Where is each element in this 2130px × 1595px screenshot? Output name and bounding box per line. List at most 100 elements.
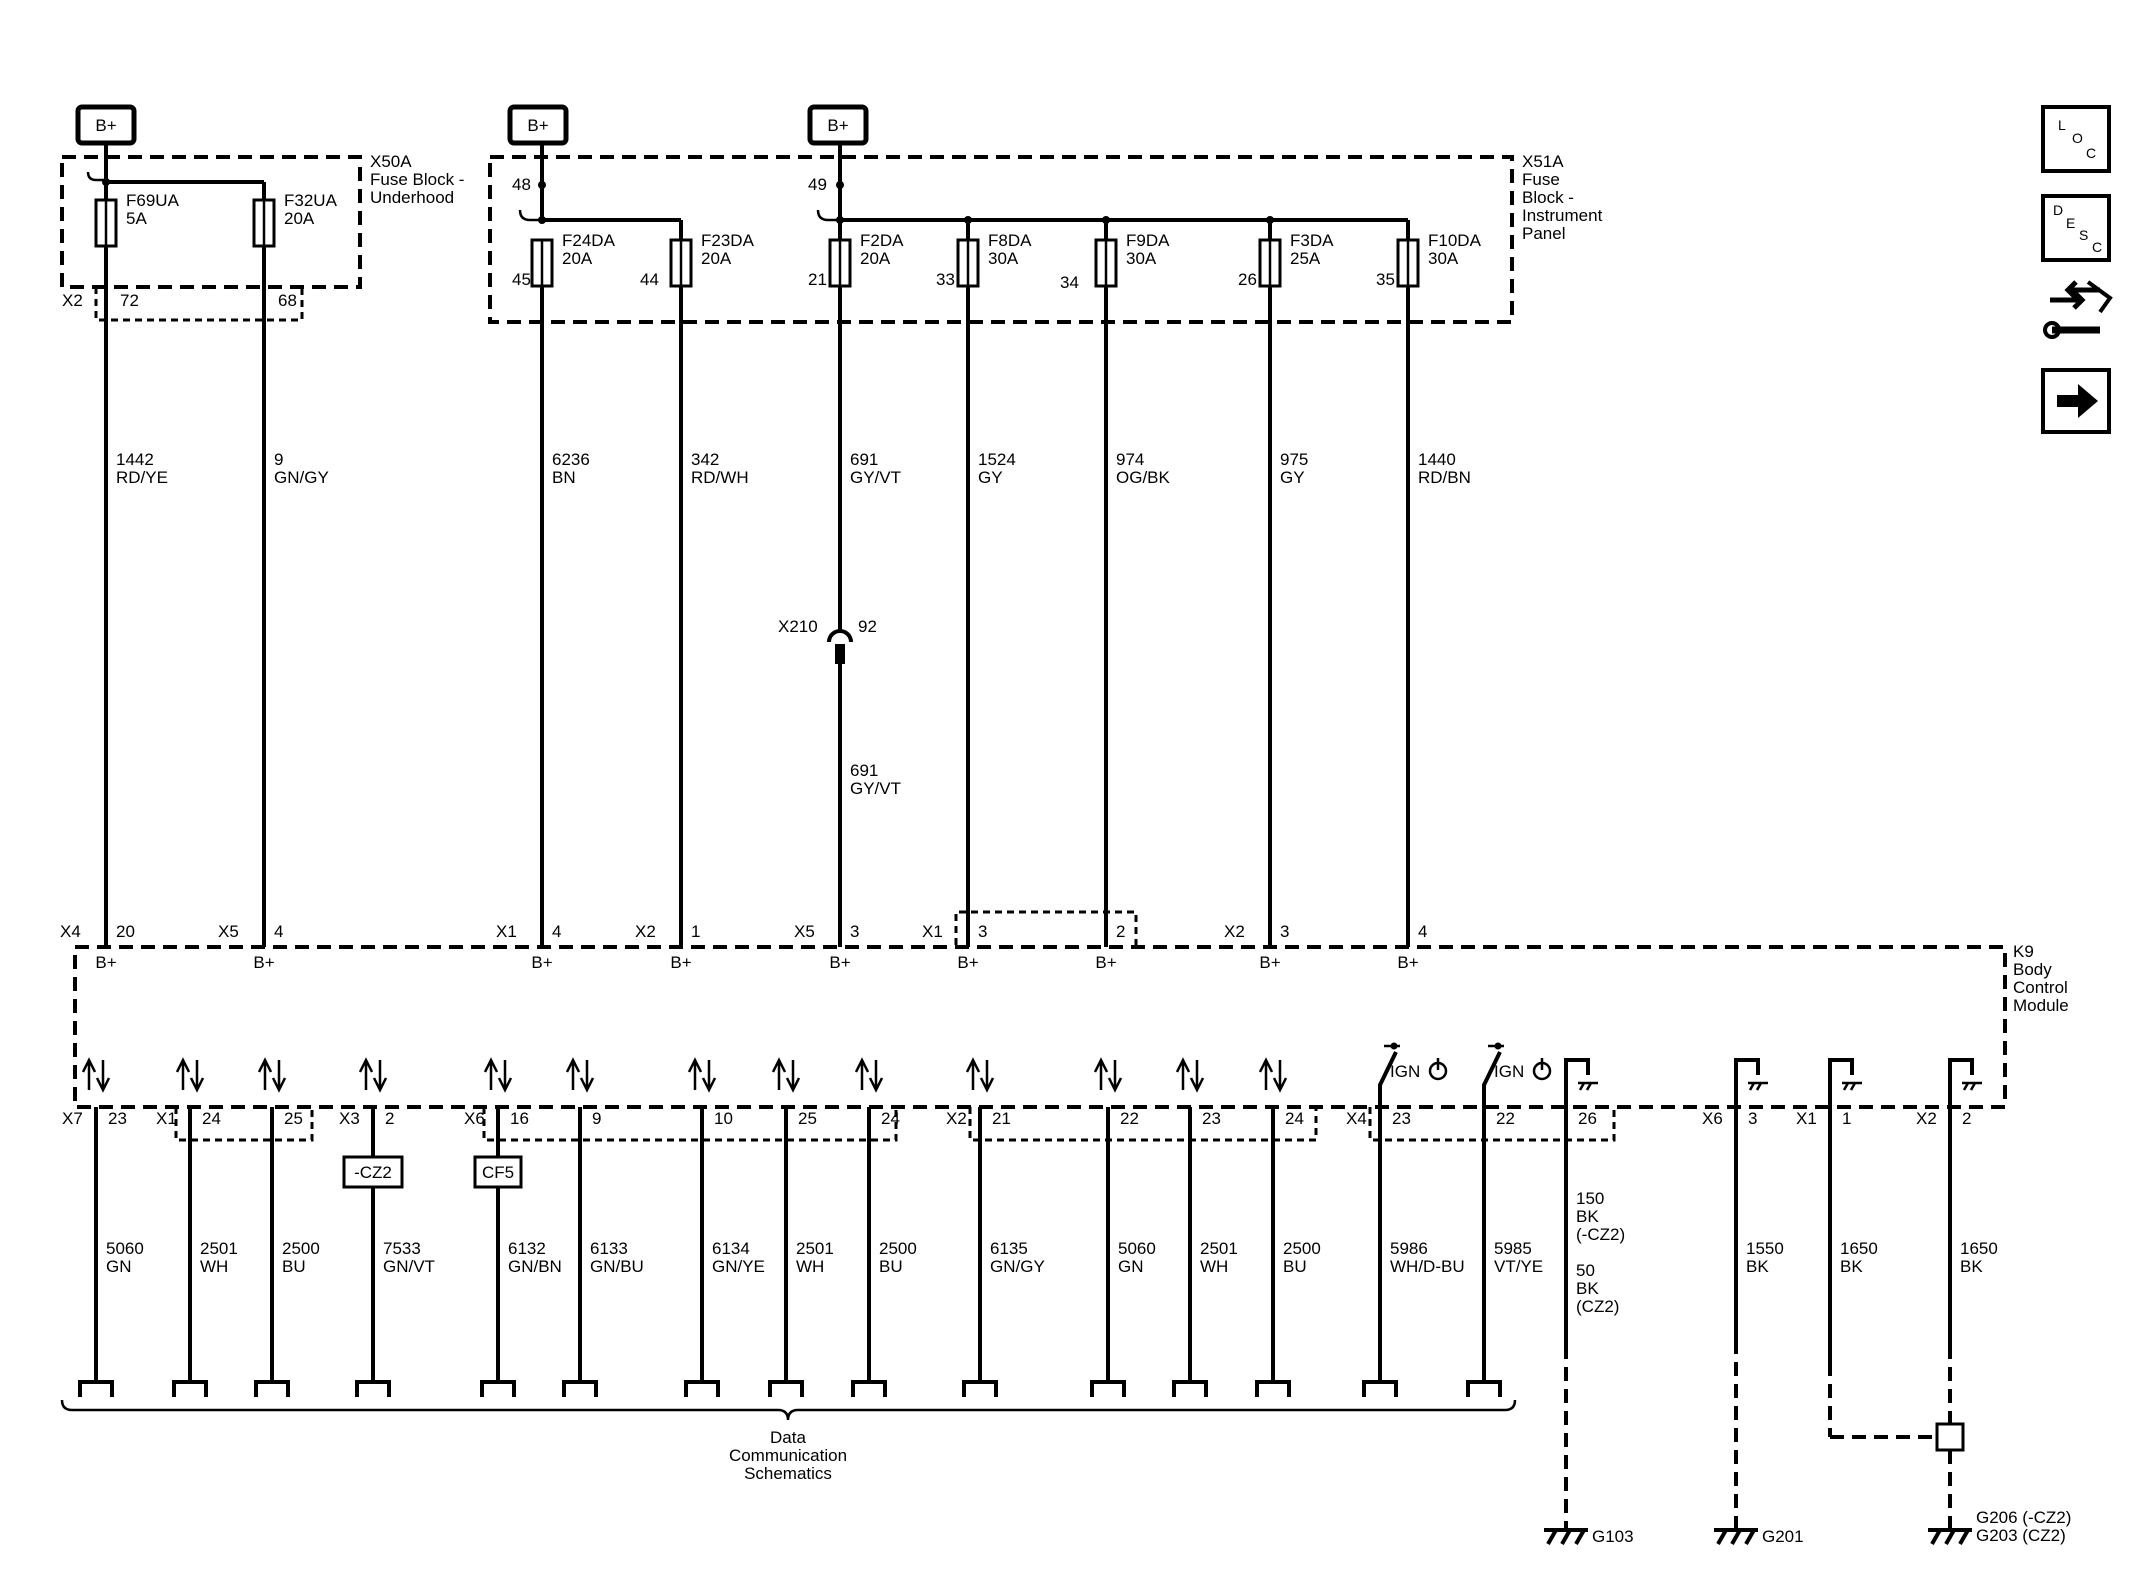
- wire-color: VT/YE: [1494, 1257, 1543, 1276]
- up-arrow-icon: [965, 1057, 981, 1090]
- chassis-ground-icon: [1962, 1081, 1982, 1091]
- wire-label: 150: [1576, 1189, 1604, 1208]
- svg-text:CF5: CF5: [482, 1163, 514, 1182]
- circuit-number: 9: [274, 450, 283, 469]
- splice-pack: [1935, 1422, 1965, 1452]
- down-arrow-icon: [372, 1060, 388, 1093]
- svg-text:O: O: [2072, 130, 2083, 146]
- supply-bplus-3: B+: [807, 104, 869, 146]
- svg-text:-CZ2: -CZ2: [354, 1163, 392, 1182]
- fuse-pin: 45: [512, 270, 531, 289]
- module-pin-label: B+: [253, 953, 274, 972]
- up-arrow-icon: [483, 1057, 499, 1090]
- wire-label: 50: [1576, 1261, 1595, 1280]
- wire-color: GN/YE: [712, 1257, 765, 1276]
- svg-text:Module: Module: [2013, 996, 2069, 1015]
- svg-text:X51A: X51A: [1522, 152, 1564, 171]
- wire-color: BU: [1283, 1257, 1307, 1276]
- module-connector: X1: [922, 922, 943, 941]
- svg-text:Fuse Block -: Fuse Block -: [370, 170, 464, 189]
- svg-text:691: 691: [850, 761, 878, 780]
- wire-label: (CZ2): [1576, 1297, 1619, 1316]
- ground-icon: [1544, 1528, 1588, 1545]
- location-button[interactable]: L O C: [2041, 105, 2111, 173]
- svg-text:B+: B+: [95, 116, 116, 135]
- circuit-number: 6135: [990, 1239, 1028, 1258]
- module-pin: 24: [1285, 1109, 1304, 1128]
- wire-color: OG/BK: [1116, 468, 1171, 487]
- circuit-number: 2500: [282, 1239, 320, 1258]
- module-connector: X4: [60, 922, 81, 941]
- module-pin: 21: [992, 1109, 1011, 1128]
- circuit-number: 975: [1280, 450, 1308, 469]
- svg-text:92: 92: [858, 617, 877, 636]
- wire-label: (-CZ2): [1576, 1225, 1625, 1244]
- module-pin-label: B+: [957, 953, 978, 972]
- svg-text:Schematics: Schematics: [744, 1464, 832, 1483]
- svg-text:GY/VT: GY/VT: [850, 779, 901, 798]
- circuit-number: 6132: [508, 1239, 546, 1258]
- svg-text:Control: Control: [2013, 978, 2068, 997]
- ground-g103: G103: [1592, 1527, 1634, 1546]
- wire-label: BK: [1960, 1257, 1983, 1276]
- fuse-rating: 20A: [701, 249, 732, 268]
- module-pin-label: B+: [1095, 953, 1116, 972]
- module-pin: 2: [385, 1109, 394, 1128]
- circuit-number: 691: [850, 450, 878, 469]
- module-pin: 24: [881, 1109, 900, 1128]
- svg-text:K9: K9: [2013, 942, 2034, 961]
- wire-label: BK: [1746, 1257, 1769, 1276]
- wire-label: BK: [1840, 1257, 1863, 1276]
- module-pin: 25: [798, 1109, 817, 1128]
- circuit-number: 5060: [106, 1239, 144, 1258]
- module-pin: 22: [1120, 1109, 1139, 1128]
- down-arrow-icon: [701, 1060, 717, 1093]
- up-arrow-icon: [175, 1057, 191, 1090]
- wire-color: WH: [1200, 1257, 1228, 1276]
- wire-color: BU: [282, 1257, 306, 1276]
- svg-text:Panel: Panel: [1522, 224, 1565, 243]
- down-arrow-icon: [868, 1060, 884, 1093]
- chassis-ground-icon: [1748, 1081, 1768, 1091]
- module-connector: X7: [62, 1109, 83, 1128]
- fuse-name: F9DA: [1126, 231, 1170, 250]
- module-pin: 4: [274, 922, 283, 941]
- module-connector: X2: [1916, 1109, 1937, 1128]
- module-pin: 23: [1202, 1109, 1221, 1128]
- module-pin: 2: [1116, 922, 1125, 941]
- down-arrow-icon: [1272, 1060, 1288, 1093]
- module-pin: 3: [978, 922, 987, 941]
- supply-bplus-1: B+: [75, 104, 137, 146]
- description-button[interactable]: D E S C: [2041, 194, 2111, 262]
- connector-terminal-icon: [1466, 1380, 1502, 1397]
- wire-color: GY: [1280, 468, 1305, 487]
- svg-text:Data: Data: [770, 1428, 806, 1447]
- inline-connector-x210: X210 92 691 GY/VT: [778, 617, 901, 798]
- connector-tools-icon[interactable]: [2043, 280, 2113, 339]
- data-communication-brace: Data Communication Schematics: [60, 1399, 1517, 1483]
- module-connector: X3: [339, 1109, 360, 1128]
- next-page-button[interactable]: [2041, 368, 2111, 434]
- circuit-number: 974: [1116, 450, 1144, 469]
- fuse-block-x51a: X51A Fuse Block - Instrument Panel: [488, 152, 1603, 324]
- down-arrow-icon: [979, 1060, 995, 1093]
- connector-terminal-icon: [962, 1380, 998, 1397]
- right-arrow-icon: [2057, 384, 2098, 418]
- connector-terminal-icon: [768, 1380, 804, 1397]
- circuit-number: 6133: [590, 1239, 628, 1258]
- wire-color: BU: [879, 1257, 903, 1276]
- up-arrow-icon: [771, 1057, 787, 1090]
- fuse-pin: 21: [808, 270, 827, 289]
- fuse-name: F10DA: [1428, 231, 1482, 250]
- chassis-ground-icon: [1842, 1081, 1862, 1091]
- circuit-number: 7533: [383, 1239, 421, 1258]
- module-pin: 2: [1962, 1109, 1971, 1128]
- module-pin: 3: [850, 922, 859, 941]
- fuse-name: F24DA: [562, 231, 616, 250]
- module-connector: X1: [496, 922, 517, 941]
